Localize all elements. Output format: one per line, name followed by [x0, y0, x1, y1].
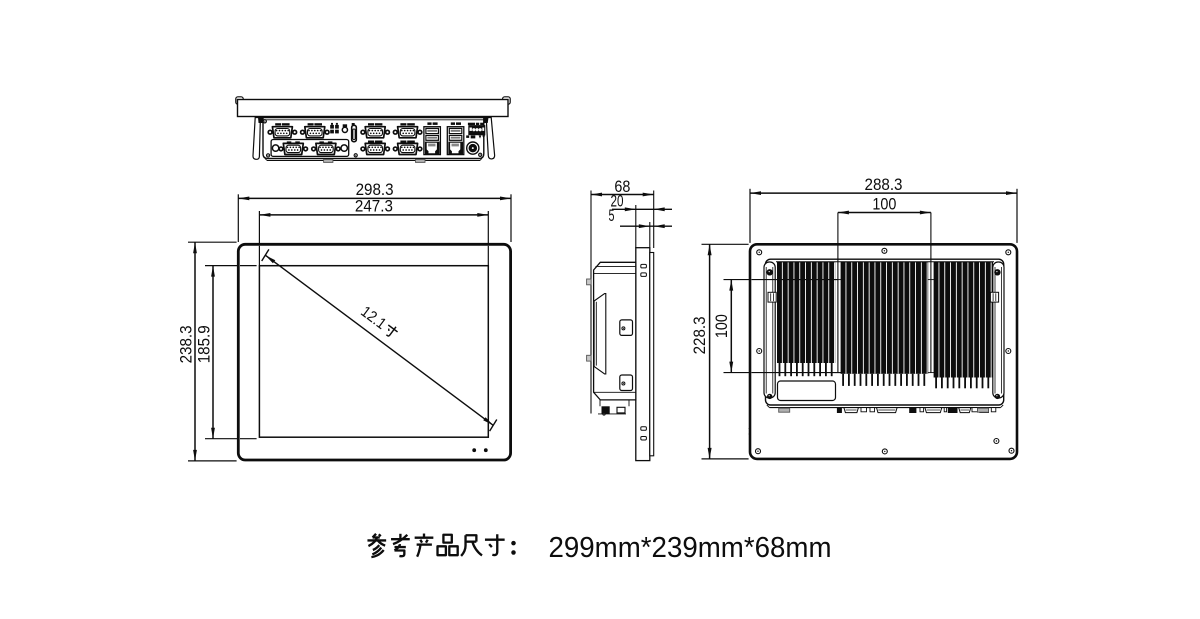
svg-text:185.9: 185.9 — [195, 325, 214, 363]
svg-text:20: 20 — [611, 192, 624, 211]
svg-text:100: 100 — [872, 194, 896, 213]
svg-text:68: 68 — [614, 177, 630, 196]
svg-text:100: 100 — [712, 314, 731, 338]
svg-text:288.3: 288.3 — [865, 175, 903, 194]
svg-text:228.3: 228.3 — [690, 316, 709, 354]
svg-text:238.3: 238.3 — [177, 325, 196, 363]
svg-text:5: 5 — [609, 206, 615, 225]
svg-text:298.3: 298.3 — [356, 180, 394, 199]
svg-text:247.3: 247.3 — [355, 197, 393, 216]
svg-text:299mm*239mm*68mm: 299mm*239mm*68mm — [549, 532, 832, 564]
